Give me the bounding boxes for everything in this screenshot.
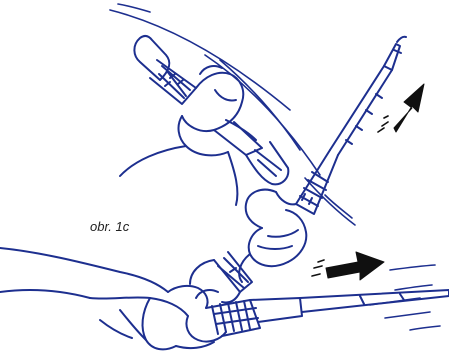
upright-rod-blank: [275, 35, 407, 215]
middle-hand: [189, 188, 308, 304]
figure-caption: obr. 1c: [90, 219, 130, 234]
upper-hand-rod: [119, 34, 290, 206]
lower-arm-rod: [0, 247, 449, 351]
motion-lines: [109, 3, 441, 331]
arrow-right-icon: [311, 251, 385, 281]
arrow-up-right-icon: [377, 83, 425, 133]
